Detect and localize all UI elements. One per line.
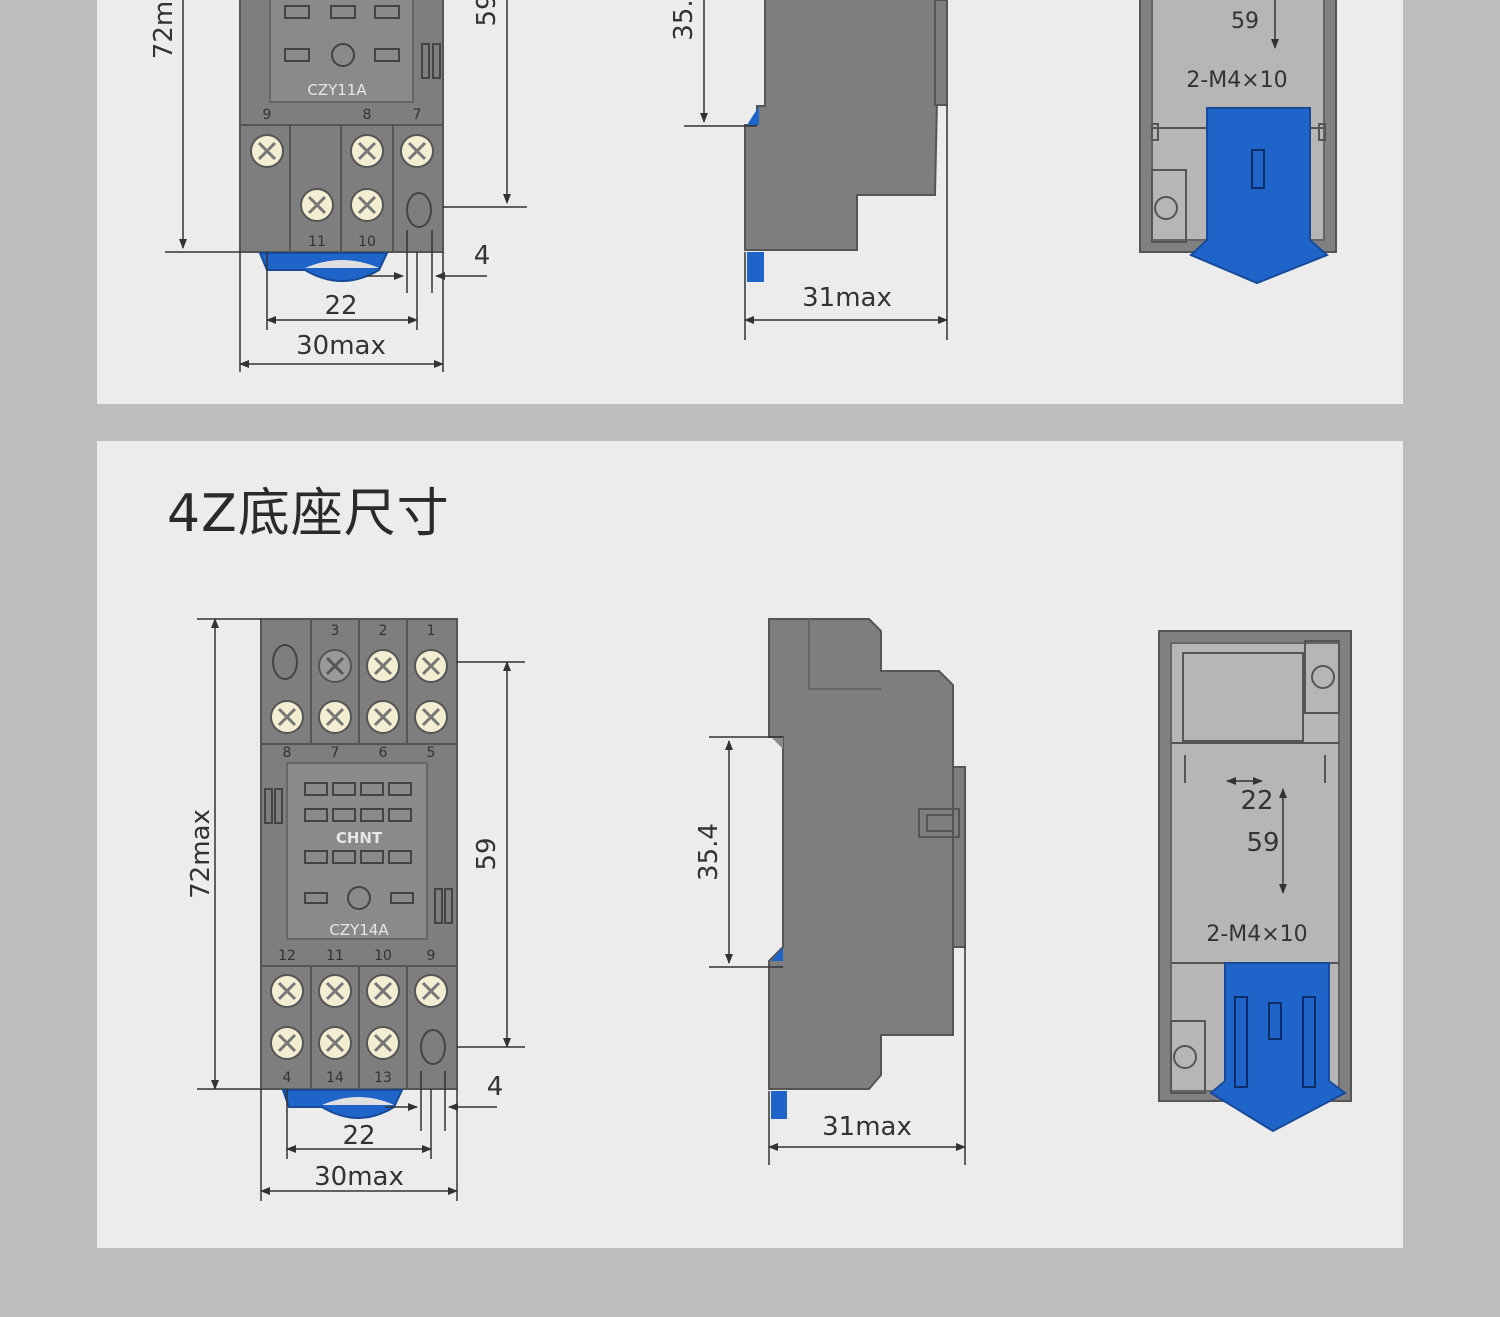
- dim-width: 30max: [296, 331, 386, 361]
- pin-label: 8: [363, 107, 372, 123]
- back-view: 59 2-M4×10: [1139, 0, 1337, 285]
- base-model-label: CZY11A: [307, 81, 367, 99]
- dim-depth: 31max: [822, 1112, 912, 1142]
- section-title: 4Z底座尺寸: [167, 484, 450, 544]
- pin-label: 9: [427, 948, 436, 964]
- dim-inner: 59: [1246, 828, 1279, 858]
- pin-label: 9: [263, 107, 272, 123]
- side-view: 35. 31max: [669, 0, 948, 340]
- pin-label: 12: [278, 948, 296, 964]
- base-model-label: CZY14A: [329, 921, 389, 939]
- pin-label: 14: [326, 1070, 344, 1086]
- dim-height: 72m: [149, 1, 179, 59]
- pin-label: 10: [358, 234, 376, 250]
- back-view: 22 59 2-M4×10: [1158, 630, 1352, 1133]
- dim-inner: 59: [1231, 9, 1259, 34]
- base-front-view: 3 2 1 8 7 6: [186, 618, 525, 1201]
- dim-gap: 4: [474, 241, 491, 271]
- blue-clip: [1209, 962, 1347, 1133]
- pin-label: 3: [331, 623, 340, 639]
- pin-label: 7: [413, 107, 422, 123]
- dim-inner: 59: [472, 837, 502, 870]
- brand-label: CHNT: [336, 829, 383, 847]
- pin-label: 4: [283, 1070, 292, 1086]
- pin-label: 11: [326, 948, 344, 964]
- dim-rail: 35.4: [694, 823, 724, 881]
- pin-label: 7: [331, 745, 340, 761]
- dim-height: 72max: [186, 809, 216, 899]
- pin-label: 10: [374, 948, 392, 964]
- pin-label: 13: [374, 1070, 392, 1086]
- dim-rail: 35.: [669, 0, 699, 41]
- side-view: 35.4 31max: [694, 618, 966, 1165]
- dim-pitch: 22: [324, 291, 357, 321]
- top-panel: CZY11A 9 8 7 11 10: [97, 0, 1403, 404]
- bottom-drawing: 3 2 1 8 7 6: [186, 618, 1352, 1201]
- pin-label: 8: [283, 745, 292, 761]
- pin-label: 5: [427, 745, 436, 761]
- dim-pitch: 22: [1240, 786, 1273, 816]
- dim-width: 30max: [314, 1162, 404, 1192]
- blue-clip: [1189, 107, 1329, 285]
- dim-gap: 4: [487, 1072, 504, 1102]
- dim-inner: 59: [472, 0, 502, 27]
- pin-label: 2: [379, 623, 388, 639]
- pin-label: 6: [379, 745, 388, 761]
- pin-label: 1: [427, 623, 436, 639]
- dim-depth: 31max: [802, 283, 892, 313]
- bottom-panel: 4Z底座尺寸: [97, 441, 1403, 1248]
- top-drawing: CZY11A 9 8 7 11 10: [149, 0, 1337, 372]
- screw-spec: 2-M4×10: [1186, 68, 1287, 93]
- base-front-view: CZY11A 9 8 7 11 10: [149, 0, 527, 372]
- screw-spec: 2-M4×10: [1206, 922, 1307, 947]
- dim-pitch: 22: [342, 1121, 375, 1151]
- pin-label: 11: [308, 234, 326, 250]
